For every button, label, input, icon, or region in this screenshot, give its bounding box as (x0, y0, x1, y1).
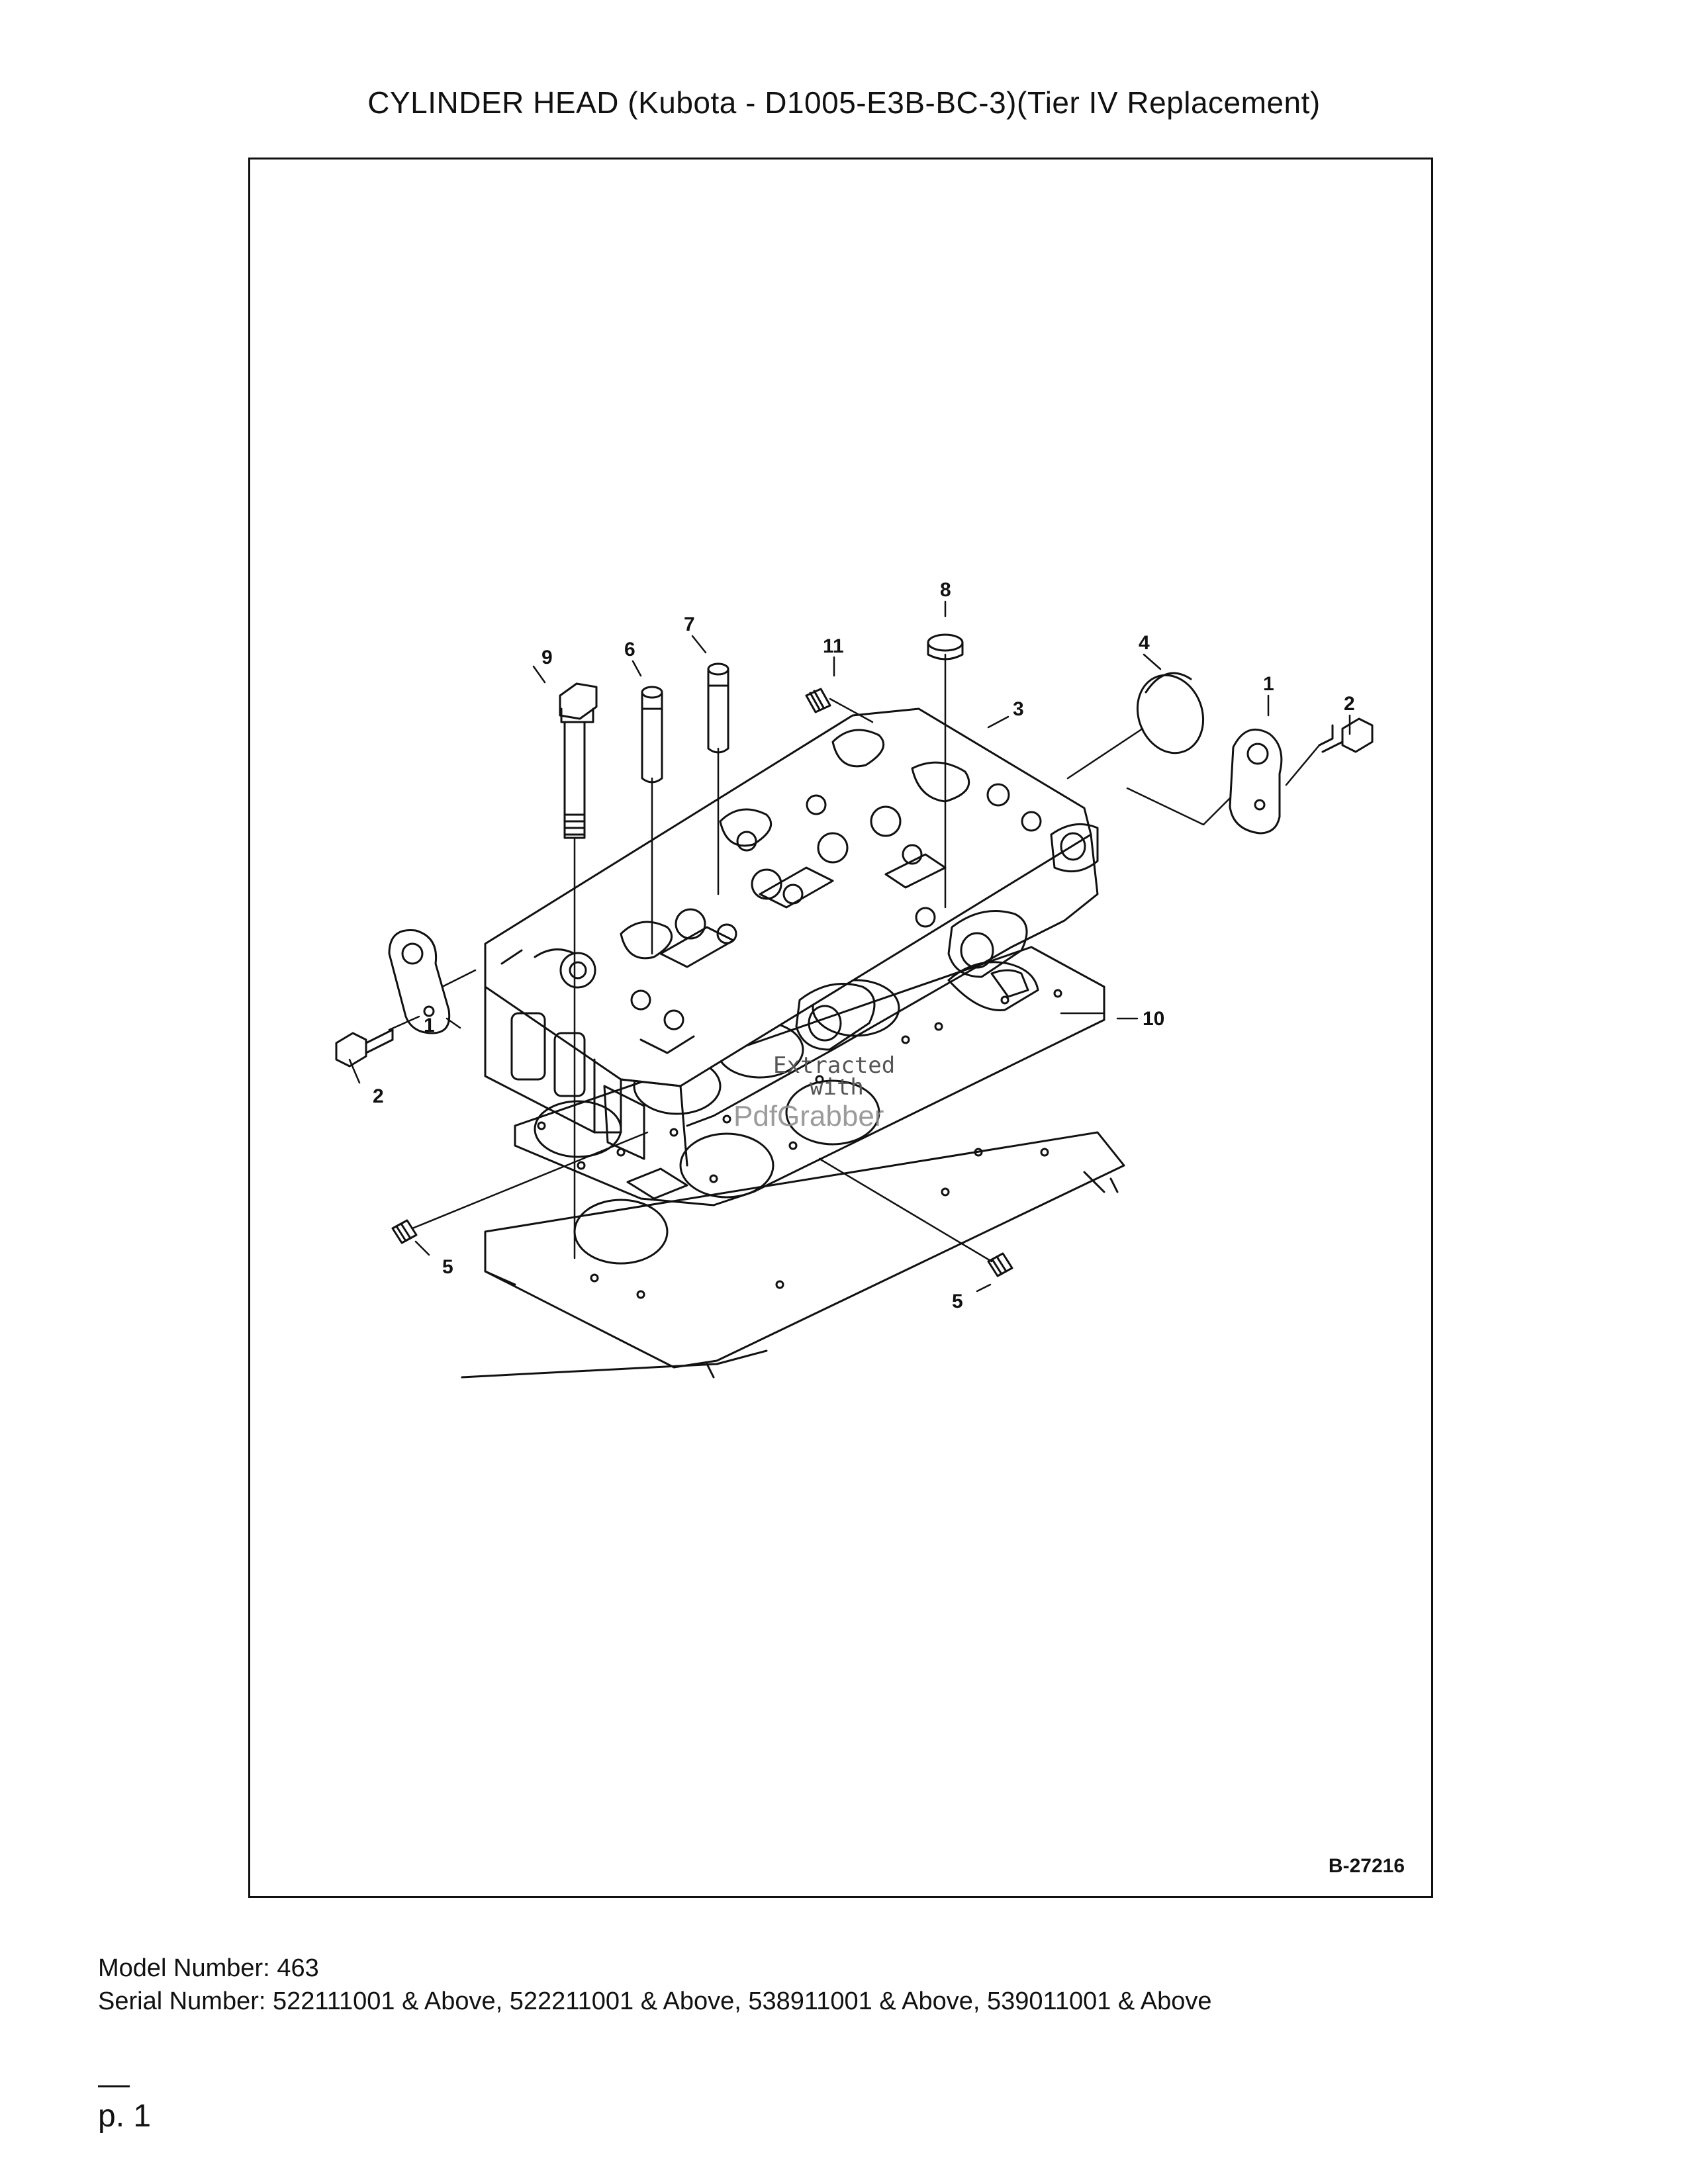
page-number: p. 1 (98, 2099, 152, 2134)
callout-7: 7 (684, 614, 695, 635)
model-number: Model Number: 463 (98, 1954, 319, 1982)
bolt-left (335, 1028, 394, 1068)
callout-labels: 1 1 2 2 3 4 5 5 6 7 8 9 10 11 (373, 579, 1355, 1312)
valve-guide-7 (707, 662, 729, 754)
figure-code: B-27216 (1328, 1855, 1405, 1877)
small-plug-5-right (987, 1252, 1013, 1277)
pdf-watermark: Extracted with PdfGrabber (733, 1052, 895, 1132)
callout-6: 6 (624, 639, 635, 660)
svg-text:PdfGrabber: PdfGrabber (733, 1100, 884, 1132)
small-plug-11 (805, 688, 831, 713)
cylinder-head-block (484, 707, 1099, 1167)
parts-diagram-frame: Extracted with PdfGrabber 1 1 2 2 3 4 5 … (248, 158, 1433, 1898)
serial-number: Serial Number: 522111001 & Above, 522211… (98, 1987, 1212, 2015)
callout-5-left: 5 (442, 1256, 453, 1278)
cylinder-head-exploded-diagram: Extracted with PdfGrabber 1 1 2 2 3 4 5 … (335, 579, 1374, 1379)
callout-5-right: 5 (952, 1291, 963, 1312)
callout-4: 4 (1139, 632, 1150, 654)
callout-10: 10 (1143, 1008, 1164, 1030)
callout-2-left: 2 (373, 1085, 384, 1107)
small-plug-5-left (391, 1219, 418, 1244)
callout-8: 8 (940, 579, 951, 601)
plug-cap (1136, 672, 1205, 754)
svg-text:with: with (810, 1074, 864, 1101)
callout-1-left: 1 (424, 1015, 435, 1036)
callout-1-right: 1 (1263, 673, 1274, 695)
lifting-plate-right (1229, 728, 1283, 835)
leader-lines (348, 600, 1351, 1293)
callout-3: 3 (1013, 698, 1024, 720)
head-bolt (559, 682, 598, 839)
callout-11: 11 (823, 635, 844, 657)
svg-text:Extracted: Extracted (773, 1052, 895, 1079)
lifting-plate-left (388, 929, 451, 1034)
bolt-right (1318, 717, 1374, 753)
callout-2-right: 2 (1344, 693, 1355, 715)
valve-guide-6 (641, 686, 663, 784)
callout-9: 9 (541, 647, 553, 668)
page-number-rule (98, 2085, 130, 2087)
engine-block-outline (461, 1079, 1125, 1379)
page-title: CYLINDER HEAD (Kubota - D1005-E3B-BC-3)(… (367, 85, 1321, 120)
